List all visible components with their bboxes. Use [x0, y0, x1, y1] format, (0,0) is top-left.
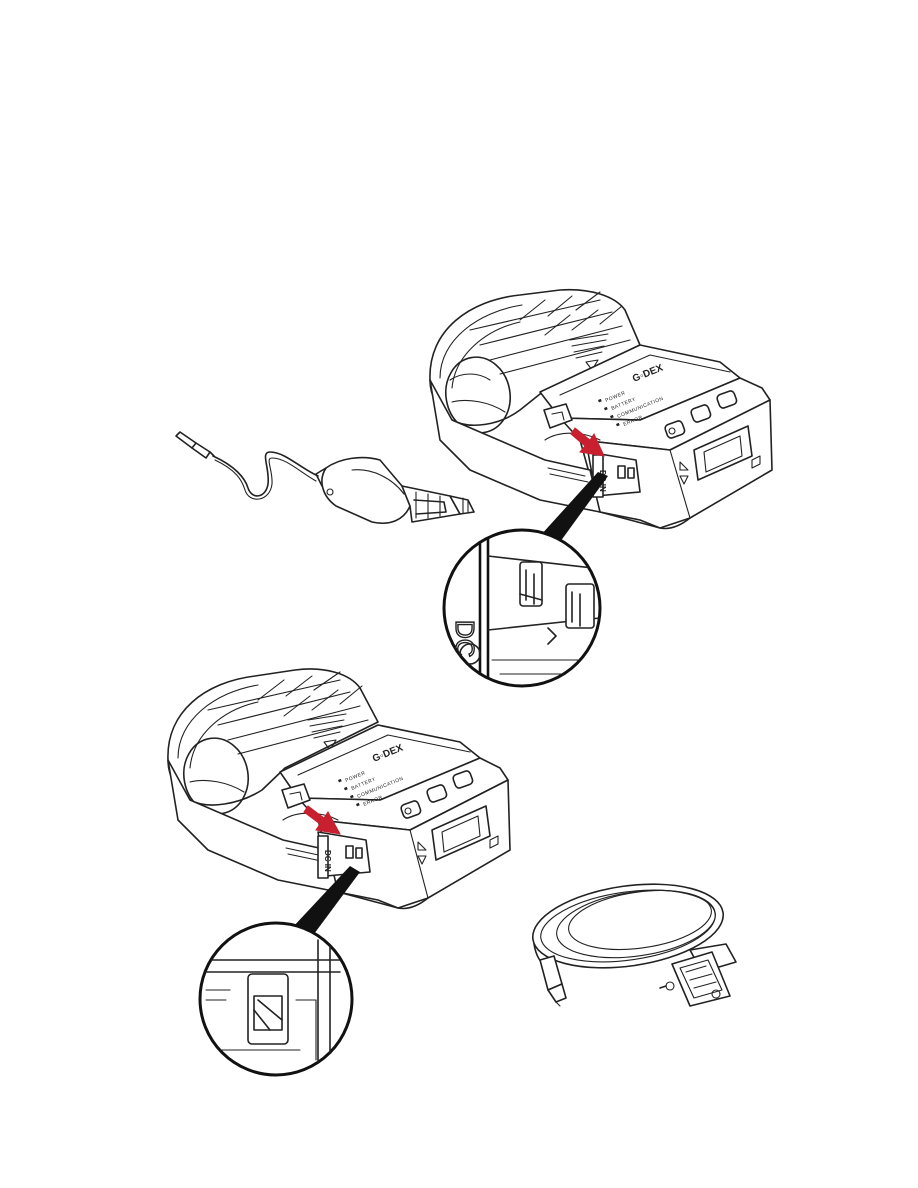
rs232-serial-cable — [531, 883, 737, 1007]
arrow-insert-dc-top — [570, 427, 605, 457]
lcd-window-bottom — [431, 805, 491, 861]
port-label-dc-in-bottom: DC IN — [323, 850, 332, 872]
car-charger-adapter — [175, 431, 475, 524]
lcd-window — [693, 425, 753, 481]
menu-button[interactable] — [716, 390, 738, 409]
feed-button-bottom[interactable] — [426, 784, 448, 803]
zoom-dc-label-top: DC — [450, 620, 480, 658]
menu-button-bottom[interactable] — [452, 770, 474, 789]
printer-top-view: G◦DEX POWER BATTERY COMMUNICATION ERROR — [429, 288, 773, 542]
arrow-insert-dc-bottom — [303, 805, 341, 835]
printer-bottom-view: G◦DEX POWER BATTERY COMMUNICATION ERROR … — [167, 668, 511, 934]
zoom-inset-dc-port-top: DC — [442, 528, 602, 688]
zoom-inset-dc-port-bottom — [198, 921, 354, 1077]
feed-button[interactable] — [690, 404, 712, 423]
